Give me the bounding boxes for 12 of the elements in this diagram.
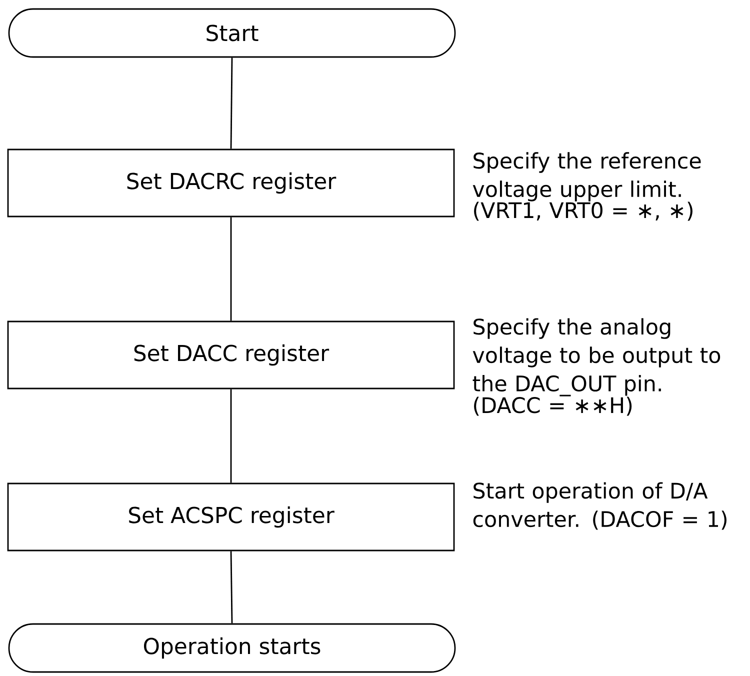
process-box: Set DACC register [7,320,455,390]
connector-line [230,58,233,149]
note-text: Specify the analog voltage to be output to the DAC_OUT pin. [472,318,720,396]
connector-line [230,389,232,483]
note-text: (DACC = ∗∗H) [474,396,632,416]
note-text: Start operation of D/A converter. (DACOF = 1) [473,482,726,530]
note-text: Specify the reference voltage upper limit. [472,152,701,202]
note-text: (VRT1, VRT0 = ∗, ∗) [474,202,692,221]
process-box: Set ACSPC register [7,482,455,552]
connector-line [230,551,233,624]
connector-line [230,217,232,321]
process-box: Set DACRC register [7,148,455,218]
